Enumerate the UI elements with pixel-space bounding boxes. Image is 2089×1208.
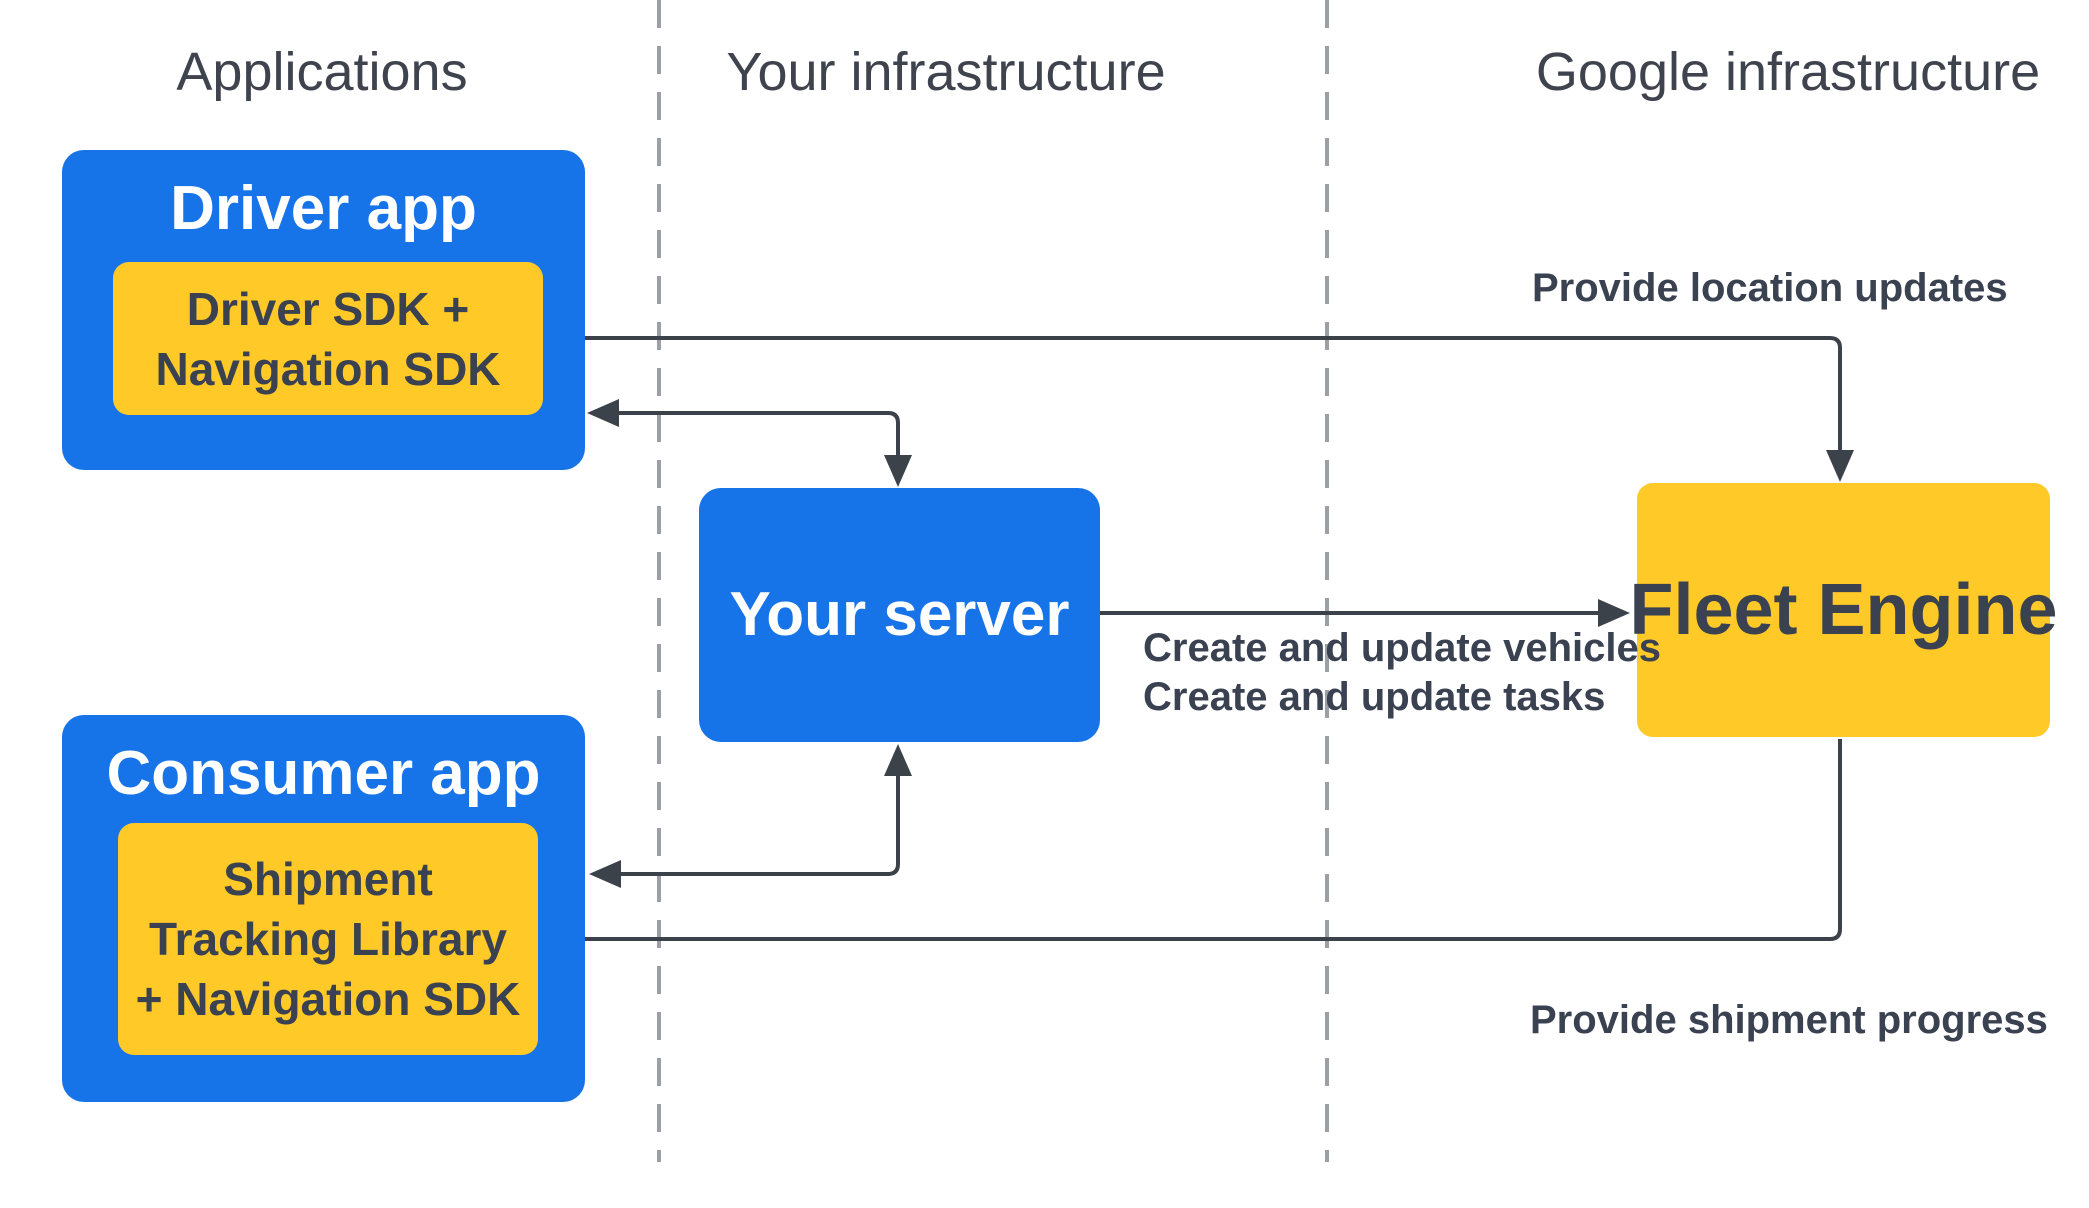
driver-sdk-box: Driver SDK + Navigation SDK xyxy=(113,262,543,415)
consumer-app-title: Consumer app xyxy=(106,739,541,808)
column-divider-left xyxy=(657,0,661,1162)
arrowhead-into-driver-app xyxy=(587,399,619,427)
shipment-library-label-line1: Shipment xyxy=(223,853,433,905)
arrowhead-into-fleet-engine-left xyxy=(1598,599,1630,627)
label-provide-shipment-progress: Provide shipment progress xyxy=(1530,998,2048,1042)
edge-your-server-consumer-app xyxy=(589,744,912,888)
edge-server-to-fleet-engine xyxy=(1100,599,1630,627)
your-server-title: Your server xyxy=(729,580,1070,649)
column-header-applications: Applications xyxy=(176,42,468,102)
label-create-update-tasks: Create and update tasks xyxy=(1143,675,1606,719)
label-provide-location-updates: Provide location updates xyxy=(1532,266,2008,310)
edge-location-updates xyxy=(547,324,1854,482)
arrowhead-into-your-server-bottom xyxy=(884,744,912,776)
fleet-engine-title: Fleet Engine xyxy=(1629,570,2058,650)
arrowhead-into-consumer-app xyxy=(589,860,621,888)
label-create-update-vehicles: Create and update vehicles xyxy=(1143,626,1661,670)
fleet-engine-box: Fleet Engine xyxy=(1629,483,2058,737)
shipment-library-label-line2: Tracking Library xyxy=(149,913,507,965)
column-divider-right xyxy=(1325,0,1329,1162)
driver-sdk-label-line2: Navigation SDK xyxy=(155,342,501,395)
arrowhead-into-fleet-engine-top xyxy=(1826,450,1854,482)
edge-shipment-progress xyxy=(547,739,1842,953)
arrowhead-into-your-server-top xyxy=(884,455,912,487)
shipment-tracking-library-box: Shipment Tracking Library + Navigation S… xyxy=(118,823,538,1055)
label-create-and-update: Create and update vehicles Create and up… xyxy=(1143,624,1661,722)
edge-driver-app-your-server xyxy=(587,399,912,487)
shipment-library-label-line3: + Navigation SDK xyxy=(135,973,521,1025)
your-server-box: Your server xyxy=(699,488,1100,742)
driver-sdk-label-line1: Driver SDK + xyxy=(186,282,470,335)
column-header-google-infrastructure: Google infrastructure xyxy=(1535,42,2041,102)
column-header-your-infrastructure: Your infrastructure xyxy=(726,42,1166,102)
driver-app-title: Driver app xyxy=(170,174,477,243)
